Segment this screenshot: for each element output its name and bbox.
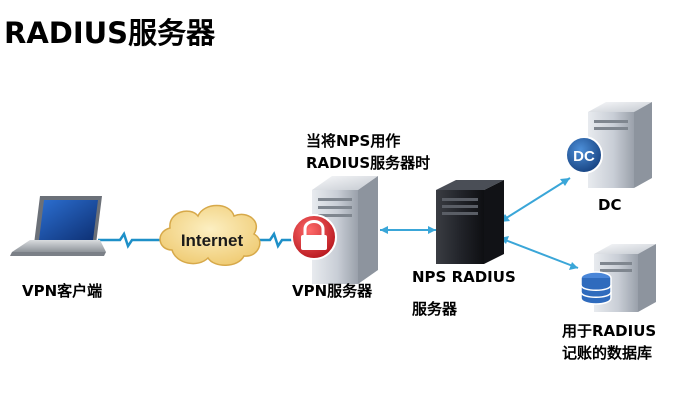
lock-icon xyxy=(291,214,337,260)
database-label: 用于RADIUS 记账的数据库 xyxy=(562,320,656,364)
dc-label: DC xyxy=(598,196,622,214)
nps-radius-label-line1: NPS RADIUS xyxy=(412,268,516,286)
database-label-line2: 记账的数据库 xyxy=(562,344,653,362)
link-nps-db xyxy=(499,237,579,269)
page-title: RADIUS服务器 xyxy=(4,16,216,50)
link-client-internet xyxy=(98,231,170,249)
annotation-line2: RADIUS服务器时 xyxy=(306,154,431,172)
server-dc-icon: DC xyxy=(565,102,652,188)
laptop-icon xyxy=(10,196,106,256)
cloud-icon xyxy=(159,204,261,266)
vpn-client-label: VPN客户端 xyxy=(22,282,103,300)
annotation: 当将NPS用作 RADIUS服务器时 xyxy=(306,130,430,174)
database-label-line1: 用于RADIUS xyxy=(562,322,657,340)
nps-radius-label: NPS RADIUS 服务器 xyxy=(412,266,516,320)
server-tower-icon xyxy=(436,180,504,264)
link-nps-dc xyxy=(499,177,571,223)
link-internet-vpn xyxy=(250,231,300,249)
nps-radius-label-line2: 服务器 xyxy=(412,300,458,318)
annotation-line1: 当将NPS用作 xyxy=(306,132,401,150)
dc-badge-text: DC xyxy=(573,148,595,165)
vpn-server-label: VPN服务器 xyxy=(292,282,373,300)
internet-label: Internet xyxy=(181,231,244,250)
server-database-icon xyxy=(580,244,656,312)
